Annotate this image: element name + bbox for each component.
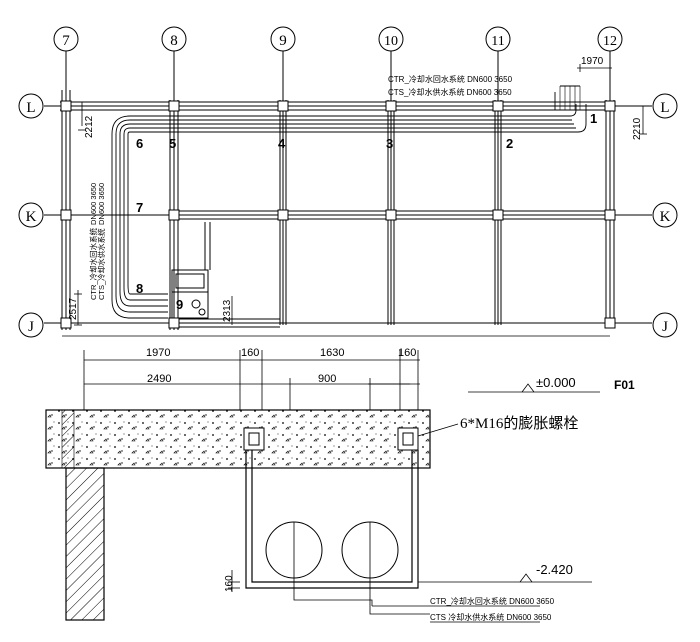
support-8: 8: [136, 281, 143, 296]
grid-column-bubbles: 7 8 9 10 11 12: [53, 26, 623, 52]
support-point-labels: 1 2 3 4 5 6 7 8 9: [136, 111, 597, 312]
label-cts-vertical: CTS_冷却水供水系统: [96, 228, 106, 300]
label-dn600-2: DN600 3650: [97, 183, 106, 225]
dim-1970-top: 1970: [581, 56, 604, 67]
dim-160-right: 160: [398, 347, 416, 359]
svg-text:L: L: [660, 100, 669, 116]
label-cts-section: CTS 冷却水供水系统 DN600 3650: [430, 612, 552, 622]
dim-160-left: 160: [241, 347, 259, 359]
pipe-labels-plan: CTR_冷却水回水系统 DN600 3650 CTS_冷却水供水系统 DN600…: [88, 74, 513, 300]
svg-text:K: K: [660, 209, 671, 225]
dim-900: 900: [318, 373, 336, 385]
dim-2210: 2210: [632, 117, 643, 140]
grid-bubble-7: 7: [53, 26, 79, 52]
grid-bubble-8: 8: [161, 26, 187, 52]
svg-text:J: J: [662, 319, 668, 335]
label-ctr-vertical: CTR_冷却水回水系统: [88, 227, 98, 300]
concrete-slab: [45, 409, 431, 469]
support-frame: [245, 450, 419, 589]
anchor-plate-left: [243, 427, 265, 451]
svg-text:7: 7: [62, 33, 70, 49]
grid-bubble-12: 12: [597, 26, 623, 52]
dim-2517: 2517: [68, 297, 79, 320]
grid-column-lines: [65, 50, 611, 330]
support-1: 1: [590, 111, 597, 126]
dim-1630: 1630: [320, 347, 344, 359]
grid-bubble-L-left: L: [18, 93, 44, 119]
grid-bubble-J-left: J: [18, 312, 44, 338]
bolt-note: 6*M16的膨胀螺栓: [460, 415, 578, 432]
support-6: 6: [136, 136, 143, 151]
dim-2490: 2490: [147, 373, 171, 385]
svg-text:12: 12: [603, 34, 617, 49]
svg-text:L: L: [26, 100, 35, 116]
grid-bubble-9: 9: [270, 26, 296, 52]
grid-row-bubbles: L L K K J J: [18, 93, 678, 338]
support-4: 4: [278, 136, 286, 151]
support-5: 5: [169, 136, 176, 151]
grid-bubble-J-right: J: [652, 312, 678, 338]
section-view: 1970 160 1630 160 2490 900 ±0.000 F01 6*…: [45, 347, 635, 623]
support-7: 7: [136, 200, 143, 215]
concrete-wall: [65, 467, 105, 621]
pipe-run-horizontal: [130, 85, 587, 133]
plan-dimensions: [62, 64, 647, 337]
anchor-plate-right: [397, 427, 419, 451]
grid-bubble-K-right: K: [652, 202, 678, 228]
pipe-leaders: [293, 522, 540, 623]
elevation-top: ±0.000: [468, 375, 600, 393]
plan-view: 7 8 9 10 11 12: [18, 26, 678, 338]
label-cts-plan: CTS_冷却水供水系统 DN600 3650: [388, 87, 512, 97]
label-dn600-1: DN600 3650: [89, 183, 98, 225]
svg-text:11: 11: [491, 34, 504, 49]
svg-text:9: 9: [279, 33, 287, 49]
grid-bubble-10: 10: [378, 26, 404, 52]
svg-text:10: 10: [384, 34, 398, 49]
dim-2212: 2212: [84, 115, 95, 138]
elevation-bottom-label: -2.420: [536, 562, 573, 577]
grid-bubble-K-left: K: [18, 202, 44, 228]
label-ctr-section: CTR_冷却水回水系统 DN600 3650: [430, 596, 555, 606]
column-markers: [60, 100, 616, 329]
label-ctr-plan: CTR_冷却水回水系统 DN600 3650: [388, 74, 513, 84]
grid-bubble-11: 11: [485, 26, 511, 52]
grid-row-lines: [44, 105, 652, 324]
elevation-top-label: ±0.000: [536, 375, 576, 390]
grid-bubble-L-right: L: [652, 93, 678, 119]
dim-160-bottom-line: [228, 570, 240, 592]
svg-text:8: 8: [170, 33, 178, 49]
dim-160-bottom: 160: [224, 575, 235, 592]
support-3: 3: [386, 136, 393, 151]
elevation-bottom: -2.420: [418, 562, 592, 583]
support-2: 2: [506, 136, 513, 151]
svg-text:K: K: [26, 209, 37, 225]
dim-1970: 1970: [146, 347, 170, 359]
dim-2313: 2313: [222, 299, 233, 322]
support-9: 9: [176, 297, 183, 312]
pipe-run-vertical: [111, 115, 168, 319]
section-title: F01: [614, 378, 635, 392]
svg-text:J: J: [28, 319, 34, 335]
equipment-box: [171, 222, 211, 319]
